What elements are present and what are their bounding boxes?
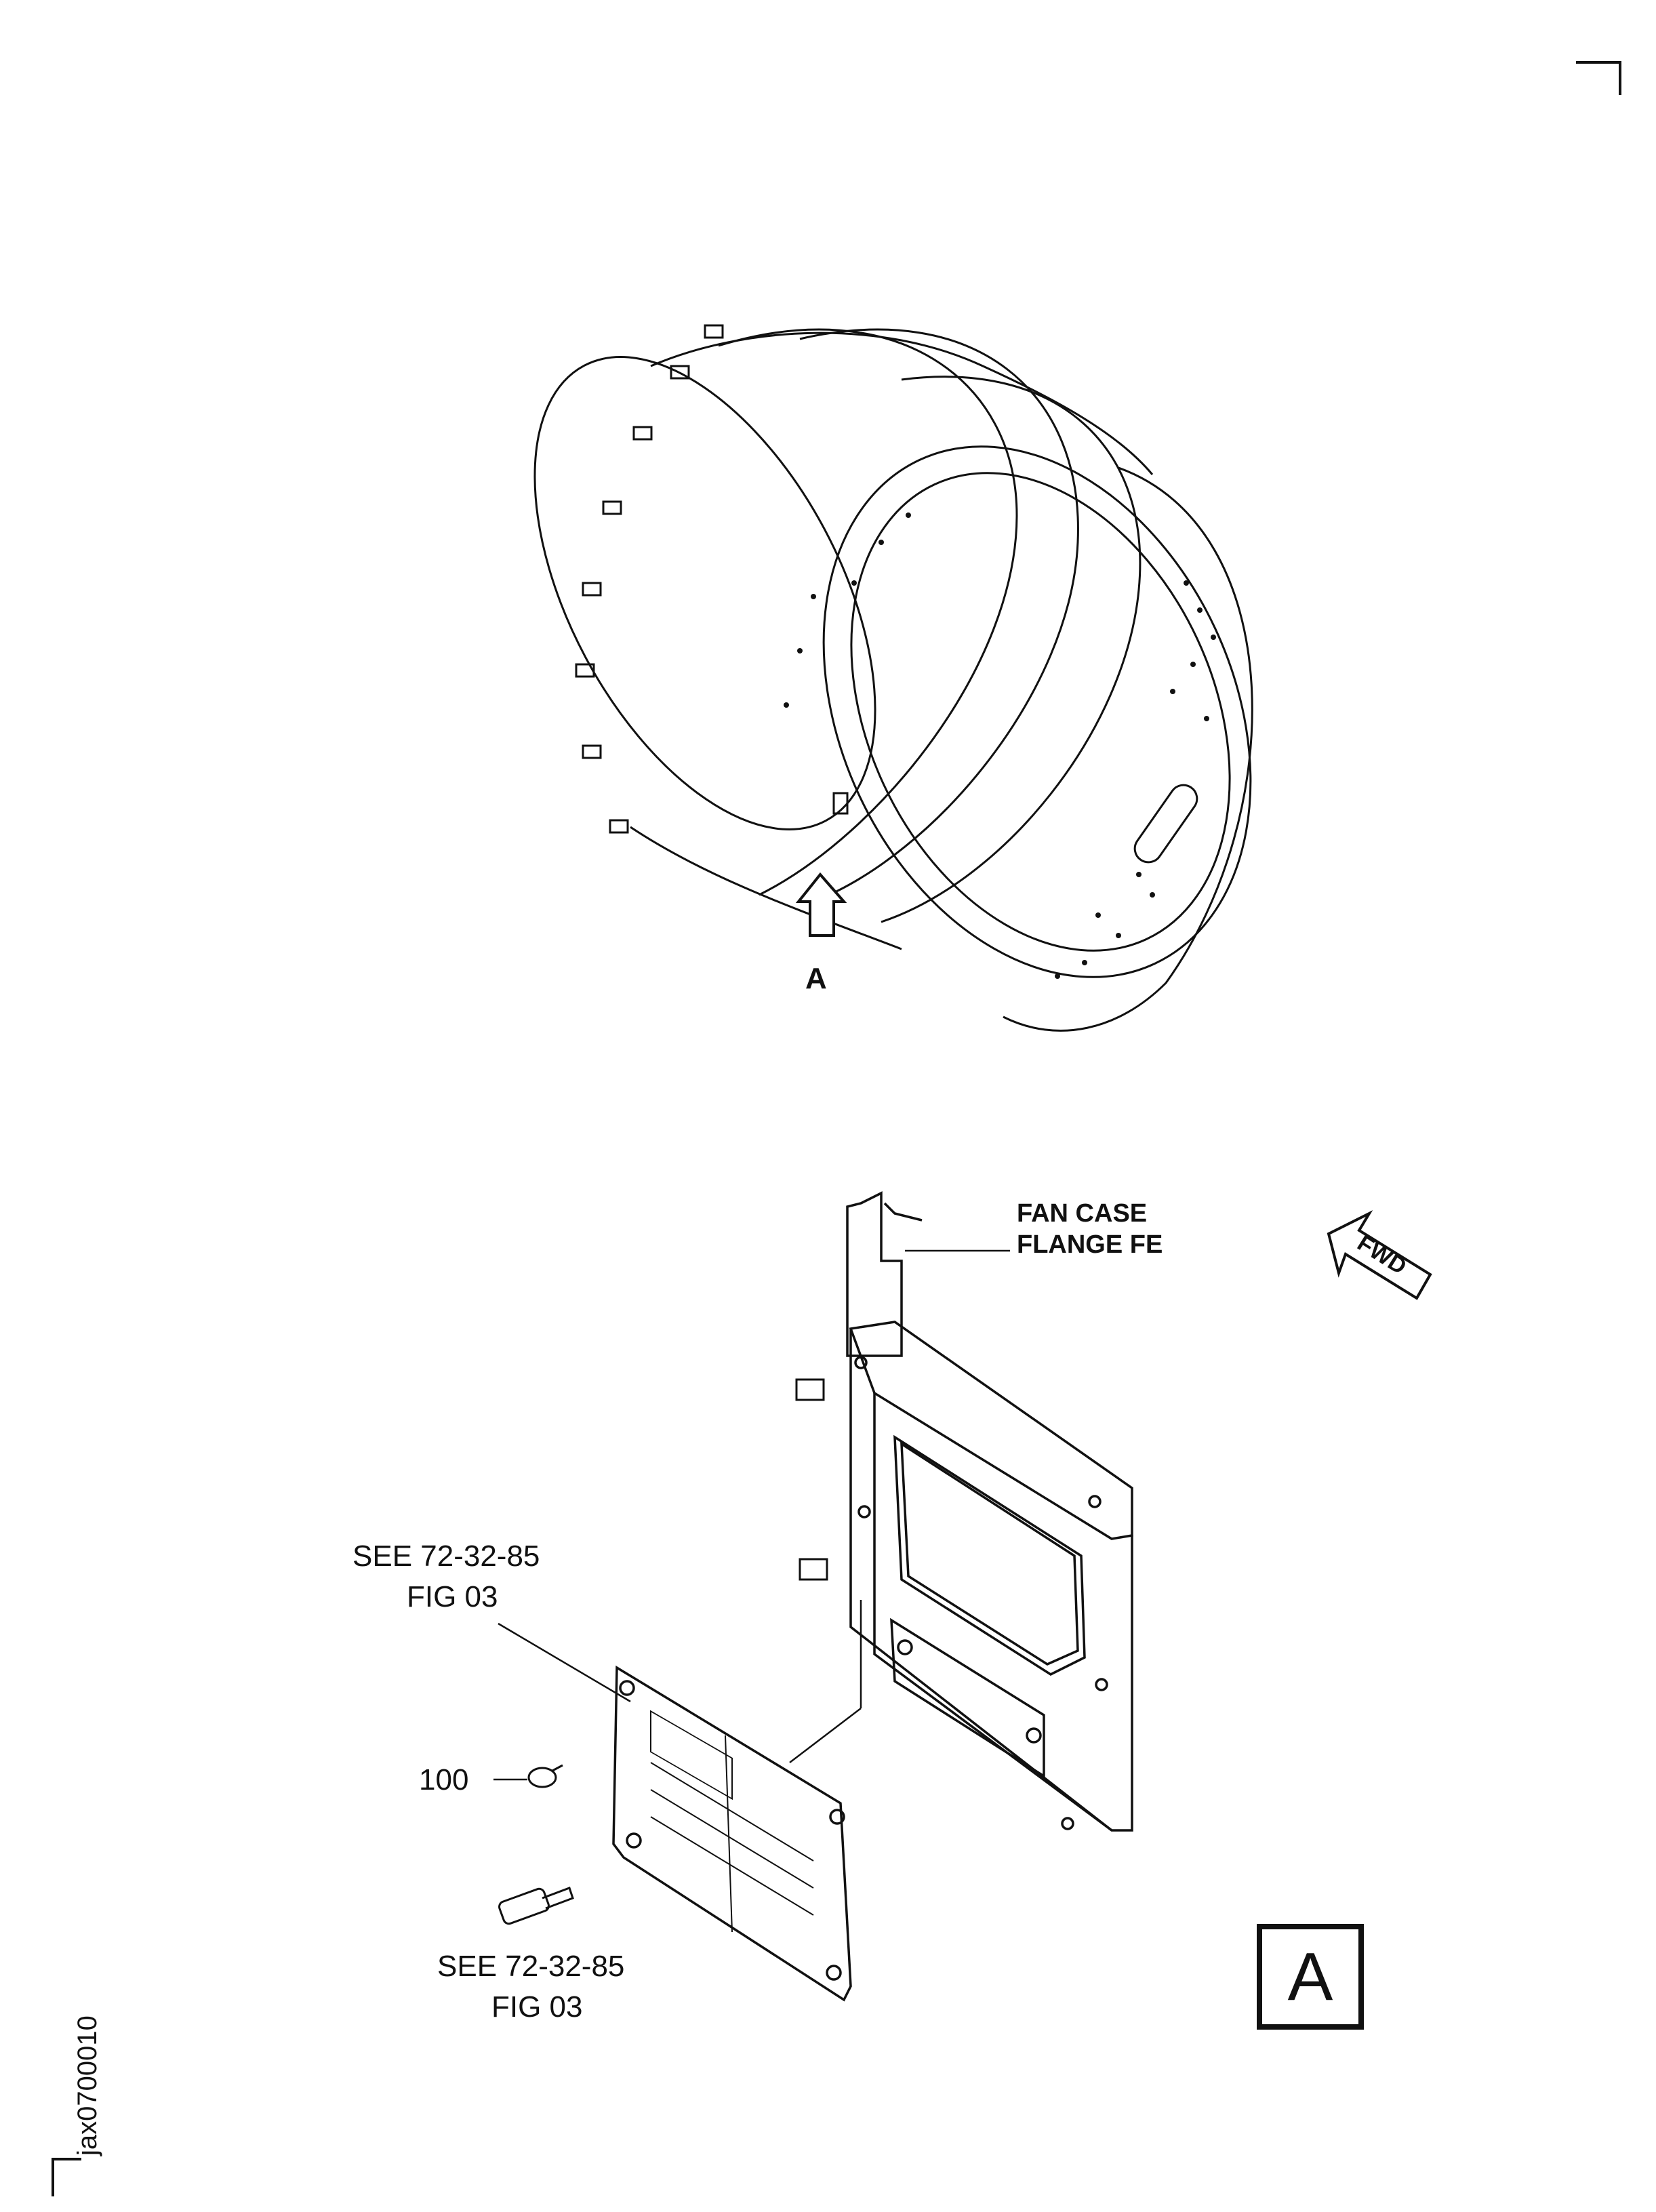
fan-case-ring-3 [881, 376, 1142, 923]
view-arrow-letter: A [805, 962, 827, 995]
bracket-hole [1088, 1495, 1102, 1508]
plate-fields [650, 1710, 814, 1933]
fwd-arrow [1327, 1210, 1432, 1300]
fan-case-label-line-1: FAN CASE [1017, 1199, 1147, 1228]
bracket-plate [849, 1321, 1133, 1540]
fan-case-rear-rim [533, 356, 876, 830]
bracket-nuts [795, 1378, 828, 1581]
ref-top-line-1: SEE 72-32-85 [352, 1540, 540, 1573]
identification-plate [612, 1665, 852, 2002]
view-label: A [1288, 1939, 1333, 2015]
ref-bottom-line-2: FIG 03 [491, 1990, 583, 2024]
fan-case-ring-2 [799, 328, 1079, 903]
corner-mark-bottom-left [52, 2158, 81, 2196]
leader-lines [493, 1249, 1010, 1781]
rivet-pattern [784, 512, 1216, 979]
corner-mark-top-right [1576, 61, 1621, 95]
fan-case-front-band [1003, 466, 1253, 1032]
leader-plate-bracket [789, 1708, 862, 1763]
fan-case-front-rim-inner [850, 472, 1231, 952]
fan-case-ring-1 [718, 328, 1018, 896]
ref-bottom-line-1: SEE 72-32-85 [437, 1950, 624, 1983]
bracket-hole [1061, 1817, 1074, 1830]
mounting-bracket [795, 1191, 1133, 1832]
fan-case-top-edge [650, 331, 1154, 475]
fan-case-label-line-2: FLANGE FE [1017, 1230, 1163, 1259]
bracket-hole [857, 1505, 871, 1519]
screw-part [498, 1887, 574, 1925]
view-label-box: A [1257, 1924, 1364, 2030]
fan-case-flange-strip [846, 1191, 903, 1357]
bracket-window [893, 1434, 1086, 1676]
ref-top-line-2: FIG 03 [407, 1580, 498, 1613]
leader-ref-top [498, 1622, 631, 1703]
view-arrow [795, 872, 847, 937]
figure-id: jax0700010 [73, 2015, 102, 2156]
item-number: 100 [419, 1763, 468, 1796]
access-slot [1133, 784, 1198, 864]
bracket-hole [854, 1356, 868, 1369]
bracket-hole [1095, 1678, 1108, 1691]
fan-case-bottom-edge [630, 826, 902, 950]
fan-case-front-rim-outer [822, 445, 1252, 978]
fan-case-flange-teeth [575, 324, 724, 834]
item-100-rivet [527, 1764, 563, 1788]
identification-plate-outline [612, 1665, 852, 2002]
case-data-plate [832, 792, 849, 815]
fan-case-assembly [533, 324, 1253, 1032]
engine-data-plate [890, 1617, 1045, 1779]
